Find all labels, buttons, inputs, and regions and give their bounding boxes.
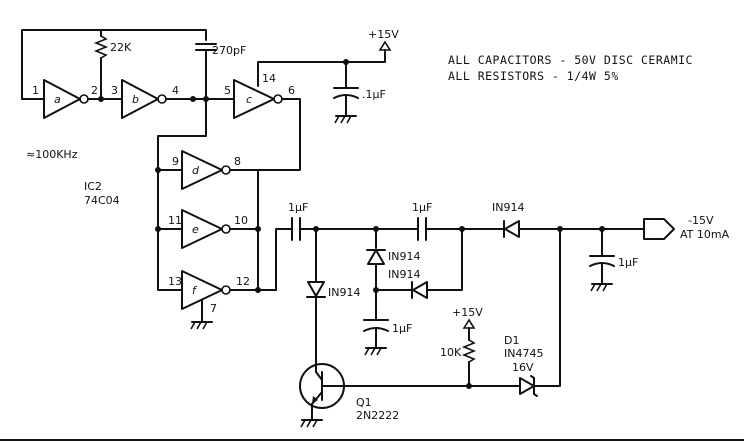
pin-6: 6 bbox=[288, 84, 295, 97]
buffer-section: c 5 6 14 +15V .1μF bbox=[224, 28, 399, 171]
pin-9: 9 bbox=[172, 155, 179, 168]
label-bypass-cap: .1μF bbox=[362, 88, 386, 101]
resistor-10k bbox=[461, 339, 477, 363]
gate-c-letter: c bbox=[246, 93, 252, 106]
pin-7: 7 bbox=[210, 302, 217, 315]
label-270pf: 270pF bbox=[212, 44, 246, 57]
oscillator-section: 22K 270pF a 1 2 b 3 4 ≈100KHz bbox=[21, 29, 246, 161]
gate-f-letter: f bbox=[192, 284, 198, 297]
label-10k: 10K bbox=[440, 346, 462, 359]
label-zener-ref: D1 bbox=[504, 334, 519, 347]
inverter-a bbox=[43, 79, 81, 119]
pin-14: 14 bbox=[262, 72, 276, 85]
gate-a-letter: a bbox=[54, 93, 61, 106]
regulator-section: +15V 10K Q1 2N2222 D1 IN4745 16V bbox=[299, 228, 561, 428]
inverter-b bbox=[121, 79, 159, 119]
output-current: AT 10mA bbox=[680, 228, 730, 241]
output-terminal bbox=[643, 218, 675, 240]
zener-d1 bbox=[519, 377, 535, 395]
inverter-d bbox=[181, 150, 223, 190]
label-diode-c: IN914 bbox=[388, 268, 420, 281]
pin-10: 10 bbox=[234, 214, 248, 227]
label-zener-part: IN4745 bbox=[504, 347, 543, 360]
note-capacitors: ALL CAPACITORS - 50V DISC CERAMIC bbox=[448, 53, 693, 67]
ic-ref: IC2 bbox=[84, 180, 102, 193]
pin-3: 3 bbox=[111, 84, 118, 97]
output-voltage: -15V bbox=[688, 214, 714, 227]
label-c4: 1μF bbox=[618, 256, 638, 269]
resistor-22k bbox=[93, 35, 109, 59]
label-c2: 1μF bbox=[412, 201, 432, 214]
diode-vertical bbox=[367, 249, 385, 265]
pin-4: 4 bbox=[172, 84, 179, 97]
driver-section: d 9 8 e 11 10 f 13 12 7 IC2 74C04 bbox=[84, 98, 293, 330]
gate-d-letter: d bbox=[192, 164, 200, 177]
pin-12: 12 bbox=[236, 275, 250, 288]
pin-5: 5 bbox=[224, 84, 231, 97]
label-q-ref: Q1 bbox=[356, 396, 372, 409]
label-diode-d: IN914 bbox=[492, 201, 524, 214]
inverter-c bbox=[233, 79, 275, 119]
supply-label-1: +15V bbox=[368, 28, 399, 41]
oscillator-frequency: ≈100KHz bbox=[26, 148, 78, 161]
label-zener-volt: 16V bbox=[512, 361, 534, 374]
label-diode-a: IN914 bbox=[328, 286, 360, 299]
pin-1: 1 bbox=[32, 84, 39, 97]
inverter-e bbox=[181, 209, 223, 249]
pin-8: 8 bbox=[234, 155, 241, 168]
pin-2: 2 bbox=[91, 84, 98, 97]
label-diode-b: IN914 bbox=[388, 250, 420, 263]
diode-output bbox=[504, 220, 520, 238]
charge-pump-section: 1μF IN914 IN914 IN914 1μF bbox=[288, 201, 730, 373]
label-22k: 22K bbox=[110, 41, 132, 54]
gate-b-letter: b bbox=[132, 93, 139, 106]
label-c3: 1μF bbox=[392, 322, 412, 335]
gate-e-letter: e bbox=[192, 223, 199, 236]
vcc-arrow-1 bbox=[378, 40, 392, 51]
supply-label-2: +15V bbox=[452, 306, 483, 319]
label-q-part: 2N2222 bbox=[356, 409, 399, 422]
pin-13: 13 bbox=[168, 275, 182, 288]
note-resistors: ALL RESISTORS - 1/4W 5% bbox=[448, 69, 619, 83]
ic-part: 74C04 bbox=[84, 194, 120, 207]
diode-to-transistor bbox=[307, 281, 325, 297]
vcc-arrow-2 bbox=[462, 318, 476, 329]
diode-horizontal bbox=[412, 281, 428, 299]
pin-11: 11 bbox=[168, 214, 182, 227]
label-c1: 1μF bbox=[288, 201, 308, 214]
